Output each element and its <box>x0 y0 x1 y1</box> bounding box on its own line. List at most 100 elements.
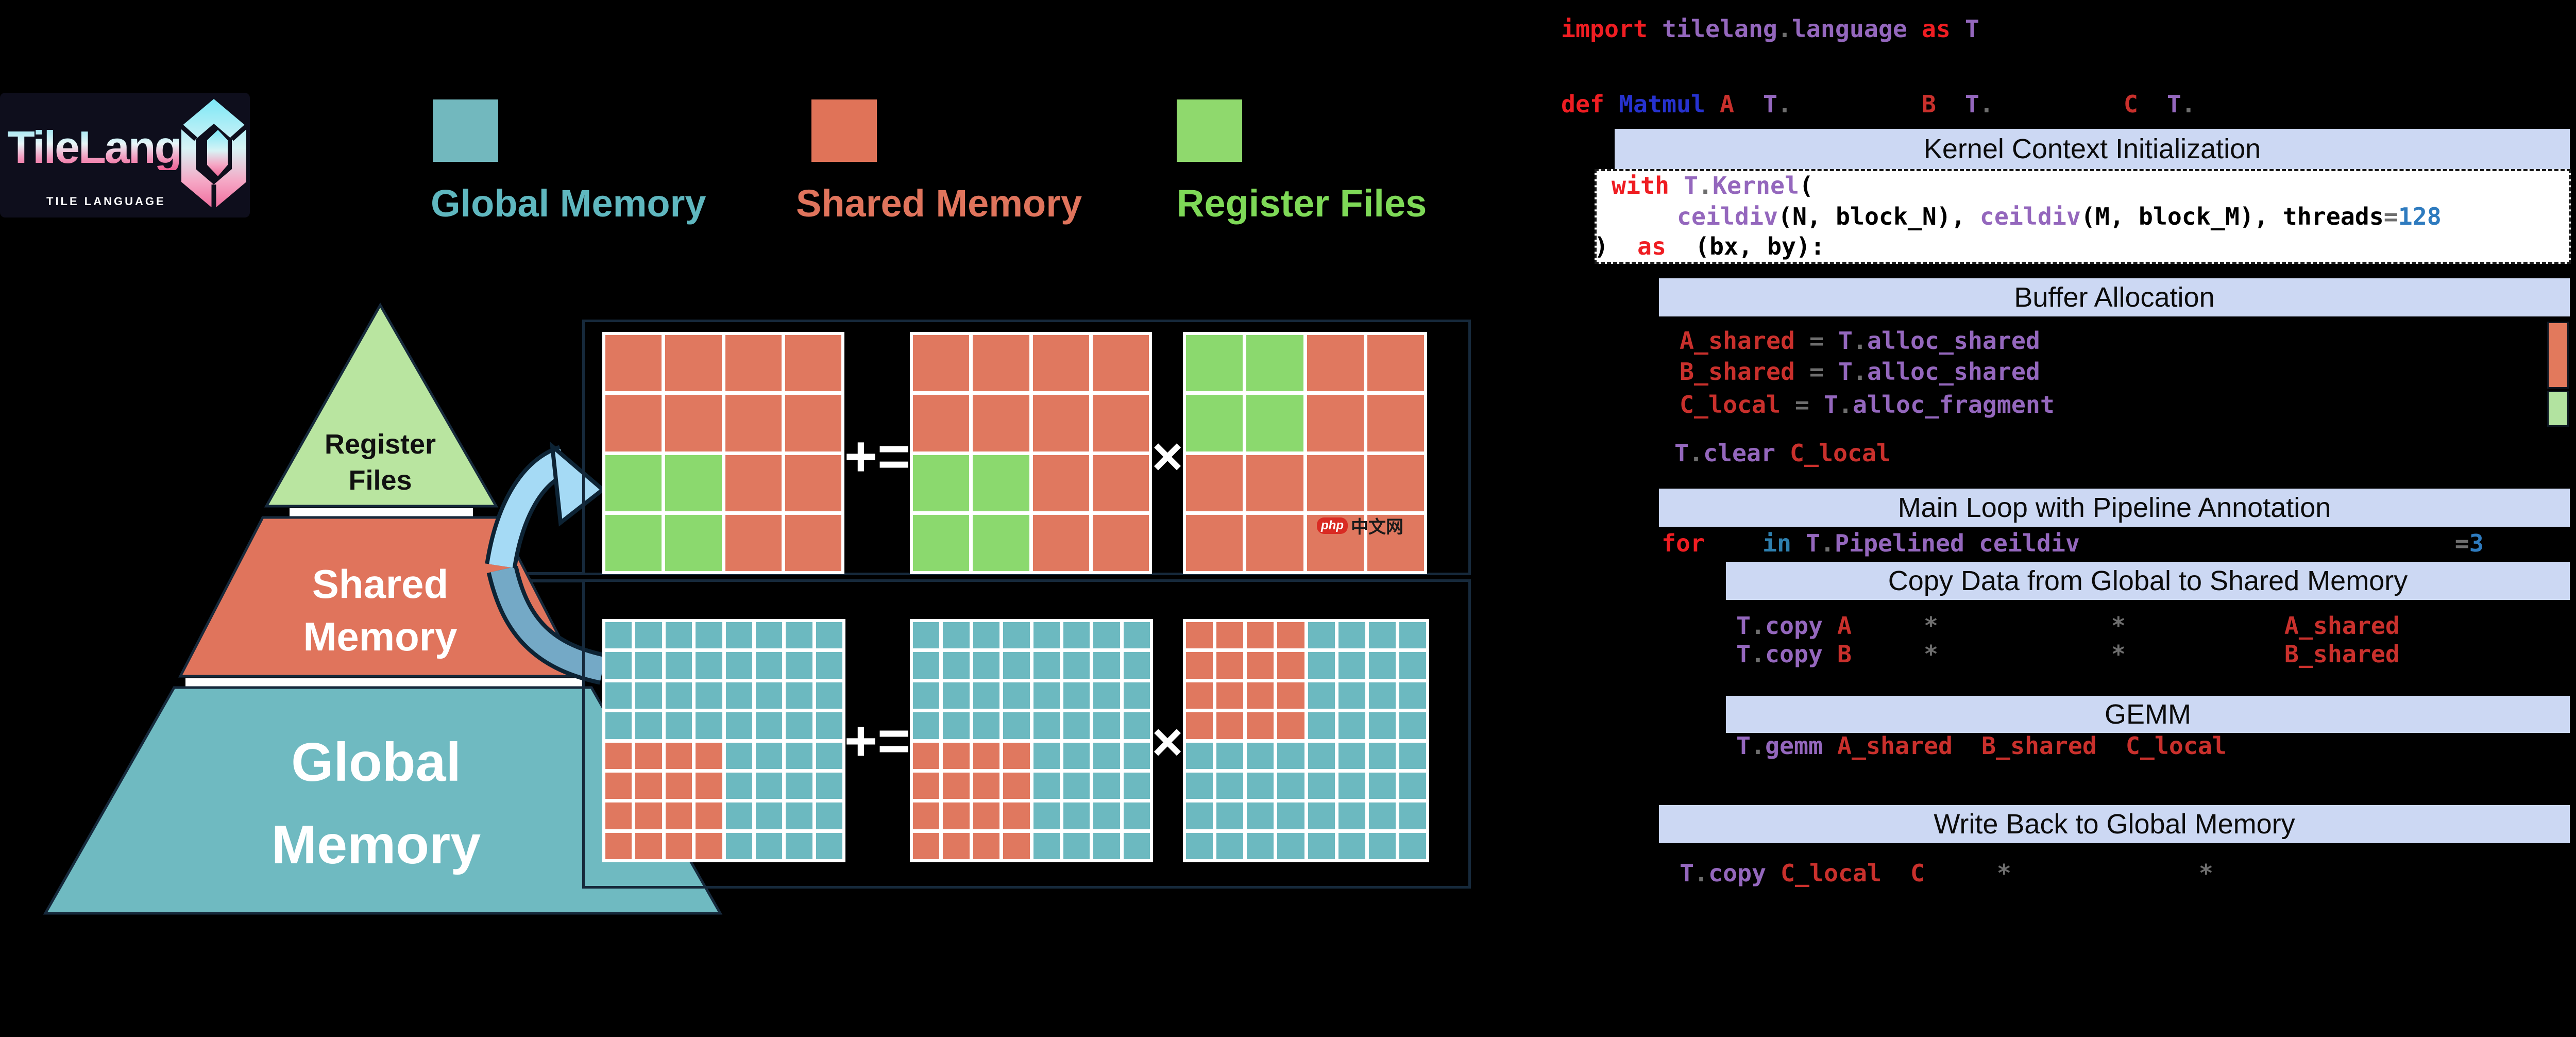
code-token: B <box>1837 640 1852 668</box>
matrix-cell <box>755 682 783 709</box>
matrix-cell <box>635 772 662 799</box>
code-line-b-shared: B_shared = T.alloc_shared <box>1680 358 2040 385</box>
matrix-cell <box>1033 772 1060 799</box>
matrix-cell <box>943 682 970 709</box>
shared-memory-indicator-bar <box>2547 322 2569 389</box>
code-token: copy <box>1765 612 1837 640</box>
code-line-import: import tilelang.language as T <box>1561 15 1979 42</box>
matrix-cell <box>786 832 812 859</box>
matrix-cell <box>696 802 722 829</box>
matrix-cell <box>1308 622 1335 649</box>
matrix-cell <box>913 652 940 679</box>
matrix-cell <box>1368 772 1396 799</box>
matrix-cell <box>1003 622 1030 649</box>
pyramid-label-shared-line2: Memory <box>303 614 457 659</box>
code-token: C <box>2123 90 2167 118</box>
section-header-copy-data: Copy Data from Global to Shared Memory <box>1726 562 2570 600</box>
matrix-cell <box>696 832 722 859</box>
matrix-cell <box>1216 832 1244 859</box>
matrix-cell <box>913 395 970 451</box>
matrix-cell <box>1367 395 1424 451</box>
matrix-cell <box>1093 742 1120 769</box>
matrix-b-global <box>1183 619 1429 862</box>
code-token: T <box>1964 90 1979 118</box>
legend-swatch-shared-memory <box>811 99 877 162</box>
code-line-ceildiv: ceildiv(N, block_N), ceildiv(M, block_M)… <box>1677 203 2442 230</box>
matrix-cell <box>973 742 1000 769</box>
matrix-cell <box>943 772 970 799</box>
matrix-cell <box>943 622 970 649</box>
matrix-cell <box>1032 335 1089 392</box>
matrix-cell <box>605 455 662 511</box>
code-token: . <box>1689 439 1703 467</box>
matrix-cell <box>913 622 940 649</box>
matrix-cell <box>1033 622 1060 649</box>
matrix-cell <box>725 832 752 859</box>
matrix-cell <box>1308 652 1335 679</box>
matrix-cell <box>635 682 662 709</box>
matrix-cell <box>1338 832 1365 859</box>
pyramid-label-global-line1: Global <box>291 732 461 793</box>
matrix-cell <box>816 802 842 829</box>
code-line-t-clear: T.clear C_local <box>1674 440 1891 466</box>
matrix-cell <box>755 832 783 859</box>
matrix-cell <box>1123 742 1150 769</box>
matrix-cell <box>1338 742 1365 769</box>
code-token: . <box>1751 612 1765 640</box>
matrix-cell <box>635 802 662 829</box>
code-token: * * <box>1924 859 2213 887</box>
legend-label-shared-memory: Shared Memory <box>796 182 1082 225</box>
matrix-cell <box>913 712 940 739</box>
matrix-cell <box>1308 832 1335 859</box>
matrix-cell <box>755 772 783 799</box>
matrix-cell <box>913 335 970 392</box>
matrix-cell <box>785 335 841 392</box>
matrix-cell <box>1003 802 1030 829</box>
matrix-cell <box>1308 742 1335 769</box>
matrix-cell <box>1063 682 1090 709</box>
code-token <box>2080 529 2455 557</box>
matrix-cell <box>913 742 940 769</box>
matrix-cell <box>816 652 842 679</box>
matrix-cell <box>1123 712 1150 739</box>
matrix-cell <box>1216 772 1244 799</box>
matrix-cell <box>913 455 970 511</box>
code-token: clear <box>1703 439 1790 467</box>
matrix-cell <box>1216 682 1244 709</box>
matrix-cell <box>1399 682 1426 709</box>
matrix-cell <box>1186 772 1213 799</box>
code-token <box>1791 529 1806 557</box>
code-token: copy <box>1765 640 1837 668</box>
code-token: T <box>1762 90 1777 118</box>
section-header-main-loop: Main Loop with Pipeline Annotation <box>1659 489 2570 527</box>
matrix-cell <box>755 652 783 679</box>
matrix-cell <box>913 772 940 799</box>
code-token: . <box>1820 529 1835 557</box>
matrix-cell <box>1247 682 1274 709</box>
code-token: A <box>1837 612 1852 640</box>
code-token: Kernel <box>1712 172 1799 199</box>
matrix-cell <box>1186 742 1213 769</box>
matrix-cell <box>1368 742 1396 769</box>
matrix-cell <box>1307 455 1364 511</box>
pyramid-label-register-line2: Files <box>348 465 412 496</box>
matrix-cell <box>913 514 970 571</box>
matrix-cell <box>1308 802 1335 829</box>
code-token: language <box>1791 15 1907 43</box>
code-token: for <box>1662 529 1705 557</box>
matrix-cell <box>816 742 842 769</box>
matrix-cell <box>605 514 662 571</box>
matrix-cell <box>1093 712 1120 739</box>
matrix-cell <box>605 395 662 451</box>
code-token <box>1994 90 2124 118</box>
code-token: ceildiv <box>1979 203 2081 230</box>
matrix-cell <box>1338 652 1365 679</box>
matrix-cell <box>1123 832 1150 859</box>
matrix-cell <box>605 712 632 739</box>
matrix-cell <box>605 652 632 679</box>
operator-accumulate-top: += <box>844 424 911 488</box>
operator-multiply-top: × <box>1151 426 1183 487</box>
code-token: T <box>1805 529 1820 557</box>
pyramid-separator-2 <box>185 678 585 687</box>
